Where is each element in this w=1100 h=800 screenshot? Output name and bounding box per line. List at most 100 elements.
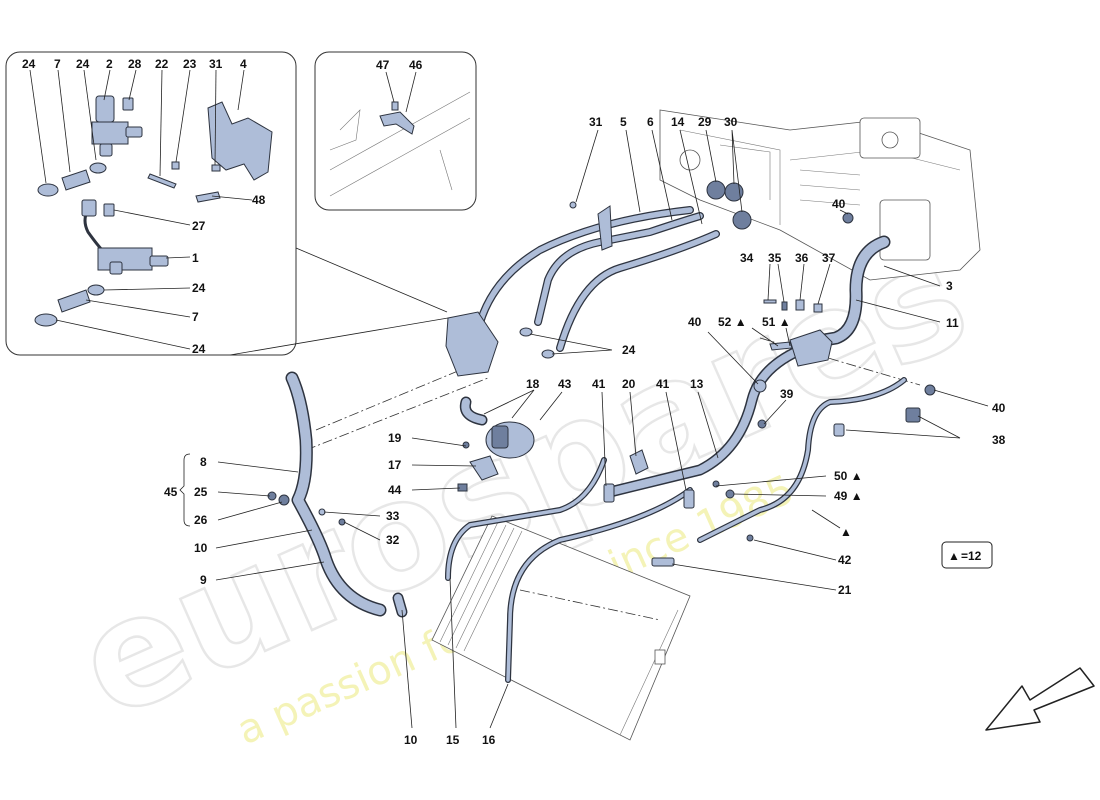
callout-3: 3	[946, 279, 953, 293]
callout-24: 24	[192, 342, 206, 356]
plug-26	[278, 494, 290, 506]
connector-28	[122, 97, 134, 111]
nut-23	[171, 161, 180, 170]
connector-27	[103, 203, 115, 217]
callout-11: 11	[946, 316, 959, 330]
bracket-46	[379, 111, 415, 135]
direction-arrow-icon	[985, 667, 1095, 731]
triangle-marker: ▲	[840, 525, 852, 539]
callout-33: 33	[386, 509, 400, 523]
legend-text: =12	[961, 549, 982, 563]
callout-21: 21	[838, 583, 852, 597]
clamp-24a	[519, 327, 533, 337]
callout-28: 28	[128, 57, 142, 71]
callout-24: 24	[192, 281, 206, 295]
fitting-41b	[683, 489, 695, 509]
filter-21	[651, 557, 675, 567]
callout-17: 17	[388, 458, 402, 472]
screw-31	[569, 201, 577, 209]
callout-42: 42	[838, 553, 852, 567]
callout-50: 50 ▲	[834, 469, 863, 483]
callout-26: 26	[194, 513, 208, 527]
callout-46: 46	[409, 58, 423, 72]
hose-7-lower	[57, 289, 91, 313]
callout-23: 23	[183, 57, 197, 71]
screw-32	[338, 518, 346, 526]
pump-43	[485, 421, 535, 459]
condenser	[431, 515, 691, 741]
callout-8: 8	[200, 455, 207, 469]
callout-47: 47	[376, 58, 390, 72]
grommet-30b	[732, 210, 752, 230]
clamp-24-upper	[37, 183, 59, 197]
callout-24: 24	[76, 57, 90, 71]
callout-32: 32	[386, 533, 400, 547]
screw-19	[462, 441, 470, 449]
clamp-24-lower	[34, 313, 58, 327]
fittings	[267, 180, 936, 567]
callout-15: 15	[446, 733, 460, 747]
callout-51: 51 ▲	[762, 315, 791, 329]
callout-31: 31	[209, 57, 223, 71]
callout-45: 45	[164, 485, 178, 499]
callout-24: 24	[22, 57, 36, 71]
bracket-4	[207, 101, 273, 181]
callout-40: 40	[688, 315, 702, 329]
callouts-main: 31 5 6 14 29 30 40 3 34 35 36 37 11 40 5…	[164, 115, 1006, 747]
bracket-17	[469, 455, 499, 481]
callout-49: 49 ▲	[834, 489, 863, 503]
leaders-main	[215, 129, 989, 729]
callout-52: 52 ▲	[718, 315, 747, 329]
fitting-41a	[603, 483, 615, 503]
callout-16: 16	[482, 733, 496, 747]
callout-2: 2	[106, 57, 113, 71]
screw-31	[211, 164, 221, 172]
callout-36: 36	[795, 251, 809, 265]
hose-22	[147, 173, 177, 189]
callout-10: 10	[194, 541, 208, 555]
callout-10: 10	[404, 733, 418, 747]
bracket-5	[597, 205, 613, 251]
callout-37: 37	[822, 251, 836, 265]
callout-22: 22	[155, 57, 169, 71]
callout-20: 20	[622, 377, 636, 391]
callout-6: 6	[647, 115, 654, 129]
callout-24: 24	[622, 343, 636, 357]
hvac-unit	[659, 109, 981, 281]
callout-35: 35	[768, 251, 782, 265]
sensor-20	[629, 449, 649, 475]
clamp-24-upper-b	[89, 162, 107, 174]
screw-47	[391, 101, 399, 111]
solenoid-valve-1	[81, 199, 169, 275]
valve-34-37	[763, 299, 833, 367]
callout-7: 7	[192, 310, 199, 324]
nut-44	[457, 483, 468, 492]
callout-38: 38	[992, 433, 1006, 447]
callout-9: 9	[200, 573, 207, 587]
callout-4: 4	[240, 57, 247, 71]
callout-40: 40	[832, 197, 846, 211]
callout-5: 5	[620, 115, 627, 129]
valve-block-inset	[445, 311, 499, 377]
hose-7-upper	[61, 169, 91, 191]
oring-49	[725, 489, 735, 499]
callout-41: 41	[592, 377, 606, 391]
legend-box: ▲ =12	[941, 541, 993, 569]
callout-30: 30	[724, 115, 738, 129]
seal-40b	[924, 384, 936, 396]
callout-1: 1	[192, 251, 199, 265]
hoses	[285, 206, 907, 683]
callout-13: 13	[690, 377, 704, 391]
pin-48	[195, 191, 221, 203]
sensor-38a	[833, 423, 845, 437]
callout-7: 7	[54, 57, 61, 71]
callout-14: 14	[671, 115, 685, 129]
inset-panel-left: 24 7 24 2 28 22 23 31 4 48 27 1 24 7 24	[5, 51, 449, 356]
sensor-38b	[905, 407, 921, 423]
callout-19: 19	[388, 431, 402, 445]
clamp-24-lower-b	[87, 284, 105, 296]
callout-25: 25	[194, 485, 208, 499]
callout-31: 31	[589, 115, 603, 129]
callout-39: 39	[780, 387, 794, 401]
